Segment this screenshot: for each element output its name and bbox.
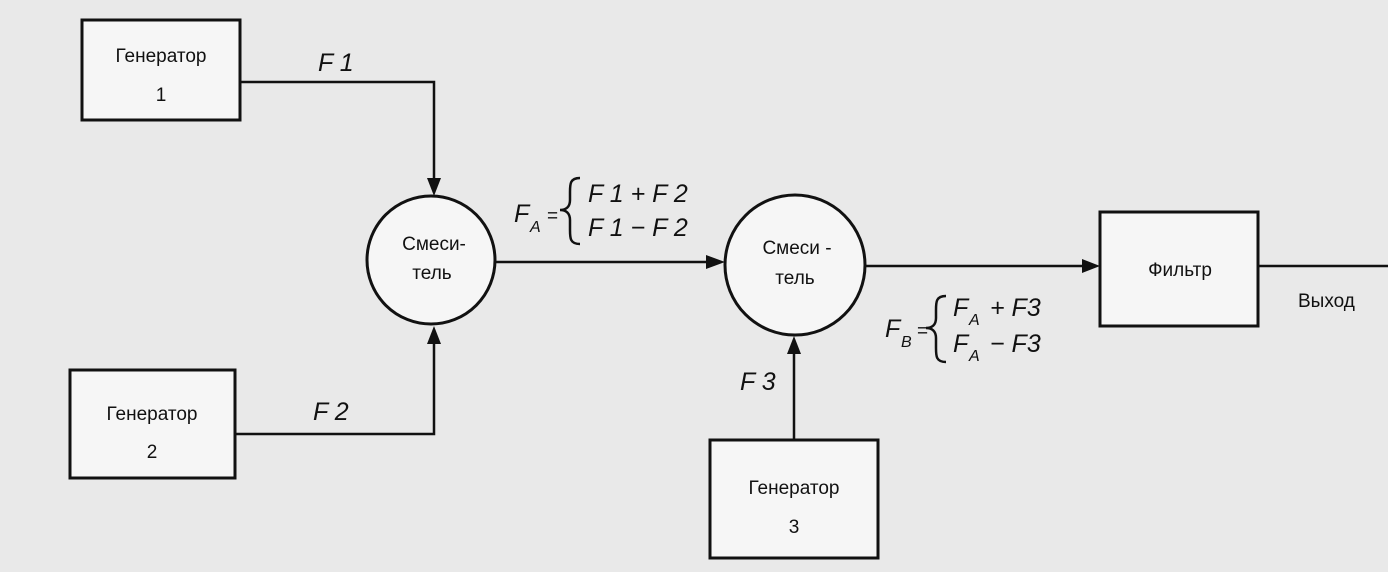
generator-1-label: Генератор xyxy=(116,46,207,67)
signal-f1-label: F 1 xyxy=(318,49,354,77)
fa-symbol: F xyxy=(514,200,531,228)
filter-box xyxy=(1098,210,1260,328)
filter-label: Фильтр xyxy=(1148,260,1212,281)
generator-1-number: 1 xyxy=(156,85,167,106)
fb-subscript: B xyxy=(901,334,912,351)
wire-f1 xyxy=(240,80,436,182)
fa-equals: = xyxy=(547,206,558,227)
output-label: Выход xyxy=(1298,291,1355,312)
fb-symbol: F xyxy=(885,315,902,343)
generator-3-box xyxy=(708,438,880,560)
fb-sum-rest: + F3 xyxy=(990,294,1041,322)
generator-2-number: 2 xyxy=(147,442,158,463)
connections xyxy=(235,80,1388,440)
mixer-2-circle xyxy=(723,193,867,337)
generator-3-block: Генератор 3 xyxy=(708,438,880,560)
fa-difference: F 1 − F 2 xyxy=(588,214,688,242)
generator-2-block: Генератор 2 xyxy=(68,368,237,480)
fb-diff-symbol: F xyxy=(953,330,970,358)
arrowhead-fa xyxy=(706,255,725,269)
fb-sum-subscript: A xyxy=(968,312,980,329)
fb-diff-rest: − F3 xyxy=(990,330,1041,358)
fb-equals: = xyxy=(917,321,928,342)
fb-diff-subscript: A xyxy=(968,348,980,365)
mixer-1-label-line1: Смеси- xyxy=(402,234,466,255)
wire-f2 xyxy=(235,342,436,436)
generator-1-block: Генератор 1 xyxy=(80,18,242,122)
arrowhead-f2 xyxy=(427,326,441,344)
generator-3-label: Генератор xyxy=(749,478,840,499)
fa-equation: F A = F 1 + F 2 F 1 − F 2 xyxy=(514,176,688,246)
generator-1-box xyxy=(80,18,242,122)
fa-sum: F 1 + F 2 xyxy=(588,180,688,208)
fa-subscript: A xyxy=(529,219,541,236)
generator-2-box xyxy=(68,368,237,480)
arrowhead-f1 xyxy=(427,178,441,196)
arrowhead-fb xyxy=(1082,259,1100,273)
mixer-1-circle xyxy=(365,194,497,326)
mixer-1-label-line2: тель xyxy=(412,263,452,284)
mixer-1-block: Смеси- тель xyxy=(365,194,497,326)
mixer-2-label-line1: Смеси - xyxy=(762,238,831,259)
arrowhead-f3 xyxy=(787,336,801,354)
fb-brace xyxy=(925,294,947,364)
generator-2-label: Генератор xyxy=(107,404,198,425)
generator-3-number: 3 xyxy=(789,517,800,538)
mixer-2-block: Смеси - тель xyxy=(723,193,867,337)
signal-f3-label: F 3 xyxy=(740,368,776,396)
fb-equation: F B = F A + F3 F A − F3 xyxy=(885,294,1041,365)
signal-f2-label: F 2 xyxy=(313,398,349,426)
fb-sum-symbol: F xyxy=(953,294,970,322)
filter-block: Фильтр xyxy=(1098,210,1260,328)
fa-brace xyxy=(559,176,581,246)
mixer-2-label-line2: тель xyxy=(775,268,815,289)
